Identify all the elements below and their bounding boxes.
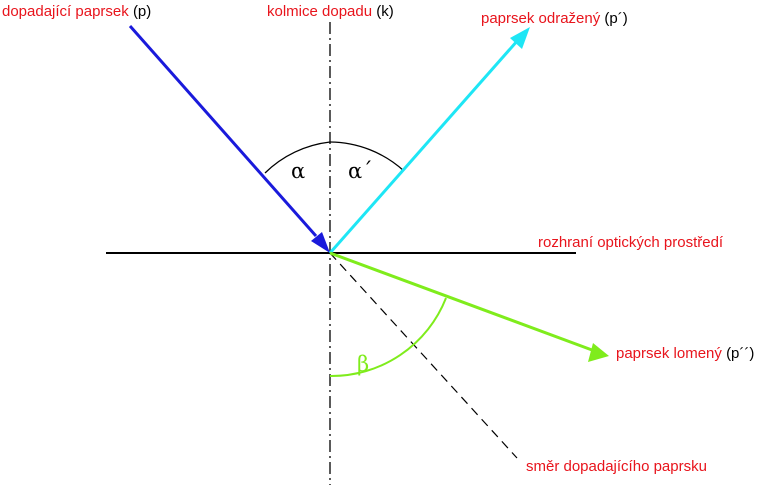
- reflected-arrowhead: [510, 27, 530, 49]
- svg-text:paprsek lomený (p´´): paprsek lomený (p´´): [616, 345, 754, 362]
- angle-arc-alpha: [264, 141, 331, 174]
- alpha-prime-symbol: α´: [348, 159, 373, 183]
- refracted-ray: [329, 251, 593, 352]
- alpha-symbol: α: [291, 159, 305, 183]
- refracted-arrowhead: [588, 343, 609, 362]
- refracted-label: paprsek lomený: [616, 345, 722, 362]
- incident-label: dopadající paprsek: [2, 3, 129, 20]
- incident-symbol: (p): [133, 3, 151, 20]
- normal-label: kolmice dopadu: [267, 3, 372, 20]
- extension-label: směr dopadajícího paprsku: [526, 458, 707, 475]
- angle-arc-beta: [329, 297, 447, 378]
- angle-arc-alpha-prime: [329, 141, 405, 172]
- incident-ray: [128, 25, 318, 237]
- interface-label: rozhraní optických prostředí: [538, 234, 724, 251]
- refracted-symbol: (p´´): [726, 345, 754, 362]
- reflected-ray: [328, 39, 520, 254]
- extension-line: [329, 252, 518, 459]
- svg-text:dopadající paprsek (p): dopadající paprsek (p): [2, 3, 151, 20]
- beta-symbol: β: [357, 352, 369, 376]
- svg-text:paprsek odražený (p´): paprsek odražený (p´): [481, 10, 628, 27]
- normal-symbol: (k): [376, 3, 394, 20]
- reflected-symbol: (p´): [604, 10, 627, 27]
- incident-arrowhead: [311, 232, 330, 253]
- reflected-label: paprsek odražený: [481, 10, 601, 27]
- svg-text:kolmice dopadu (k): kolmice dopadu (k): [267, 3, 394, 20]
